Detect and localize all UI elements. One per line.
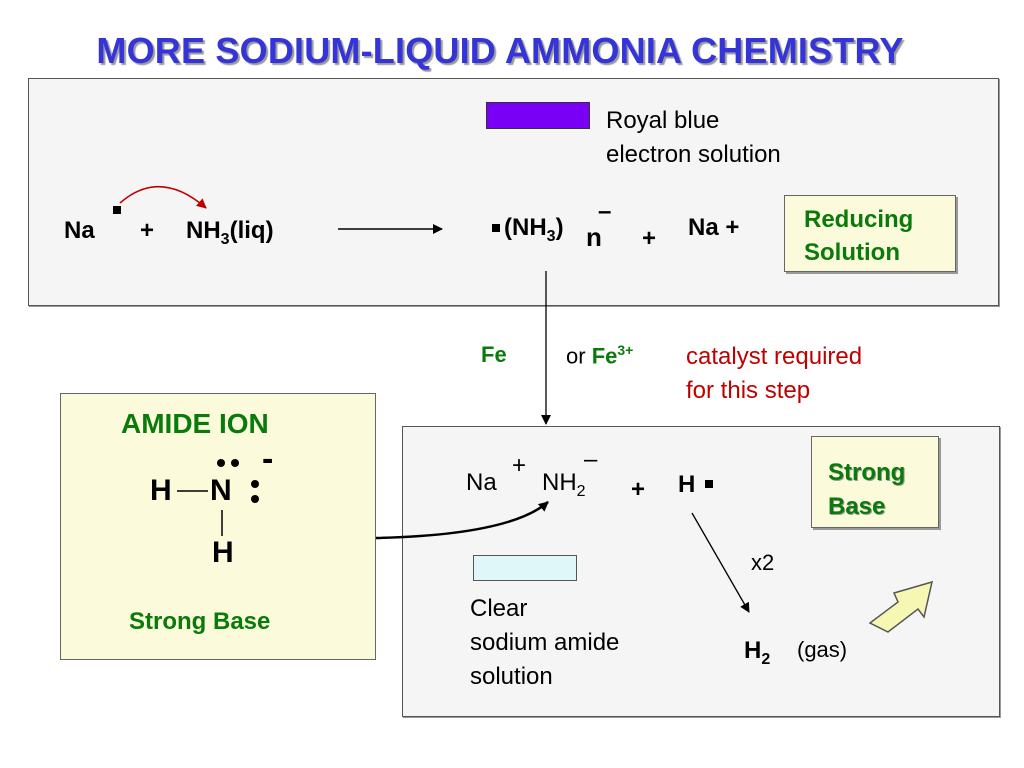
lone-pair-top-2 (231, 459, 239, 467)
plus-sign-2: + (642, 225, 657, 252)
reactant-ammonia: NH3(liq) (186, 217, 274, 249)
plus-sign-1: + (140, 217, 155, 244)
page-title: MORE SODIUM-LIQUID AMMONIA CHEMISTRY (96, 30, 904, 71)
fe-label: Fe (481, 342, 507, 367)
amide-nitrogen: N (210, 474, 232, 507)
clear-line1: Clear (470, 595, 528, 622)
amide-charge: - (262, 440, 274, 478)
amide-h-left: H (150, 474, 172, 507)
amide-ion-heading: AMIDE ION (121, 408, 269, 439)
h2-subscript: 2 (761, 650, 771, 668)
solvated-open: (NH (504, 214, 547, 241)
hydrogen-radical-dot (705, 480, 713, 488)
solvated-close: ) (555, 214, 564, 241)
hydrogen-atom: H (678, 471, 696, 498)
royal-blue-legend: Royal blue electron solution (606, 104, 781, 172)
bottom-sodium-charge: + (512, 452, 527, 479)
strong-base-line2: Base (828, 493, 886, 520)
reducing-line2: Solution (804, 239, 900, 266)
fe3-symbol: Fe (591, 343, 618, 369)
ammonia-formula: NH (186, 217, 221, 244)
solvated-subscript: 3 (546, 227, 556, 245)
clear-solution-legend: Clear sodium amide solution (470, 592, 619, 694)
royal-blue-legend-line2: electron solution (606, 141, 781, 168)
bottom-sodium: Na (466, 469, 497, 496)
amide-connector-arrow (375, 501, 549, 540)
x2-label: x2 (751, 550, 775, 575)
reducing-solution-box (784, 195, 956, 272)
h2-formula: H (744, 637, 762, 664)
bottom-plus-sign: + (631, 476, 646, 503)
clear-line3: solution (470, 663, 553, 690)
sodium-electron-dot (113, 206, 121, 214)
ammonia-subscript: 3 (220, 230, 230, 248)
catalyst-note: catalyst required for this step (686, 340, 862, 408)
fe3-label: or Fe3+ (566, 342, 633, 369)
solvated-electron-dot (492, 224, 500, 232)
strong-base-box-label: Strong Base (828, 456, 905, 524)
amide-formula: NH (542, 469, 577, 496)
clear-line2: sodium amide (470, 629, 620, 656)
bottom-amide: NH2 (542, 469, 586, 501)
strong-base-box (811, 436, 939, 528)
fe3-charge: 3+ (617, 342, 634, 358)
gas-label: (gas) (797, 637, 848, 662)
amide-ion-box (60, 393, 376, 660)
lone-pair-right-1 (251, 480, 259, 488)
bottom-amide-charge: – (584, 446, 598, 473)
amide-strong-base-label: Strong Base (129, 608, 271, 635)
clear-solution-swatch (473, 555, 577, 581)
strong-base-line1: Strong (828, 459, 906, 486)
or-text: or (566, 343, 592, 369)
hydrogen-gas: H2 (744, 637, 770, 669)
product-sodium: Na + (688, 214, 740, 241)
lone-pair-top-1 (217, 459, 225, 467)
hydrogen-combination-arrow (691, 512, 750, 613)
hint-arrow-icon (868, 580, 934, 633)
reactant-sodium: Na (64, 217, 95, 244)
royal-blue-legend-line1: Royal blue (606, 107, 720, 134)
reducing-line1: Reducing (804, 206, 914, 233)
solvated-n: n (586, 222, 602, 252)
royal-blue-swatch (486, 102, 590, 129)
electron-transfer-arrow (119, 185, 207, 209)
catalyst-line2: for this step (686, 377, 811, 404)
ammonia-state: (liq) (229, 217, 274, 244)
solvated-electron: (NH3) (504, 214, 564, 246)
solvated-charge: – (598, 198, 612, 225)
catalyst-line1: catalyst required (686, 343, 863, 370)
lone-pair-right-2 (251, 495, 259, 503)
amide-subscript: 2 (576, 482, 586, 500)
reducing-solution-label: Reducing Solution (804, 203, 913, 269)
amide-h-bottom: H (212, 536, 234, 569)
